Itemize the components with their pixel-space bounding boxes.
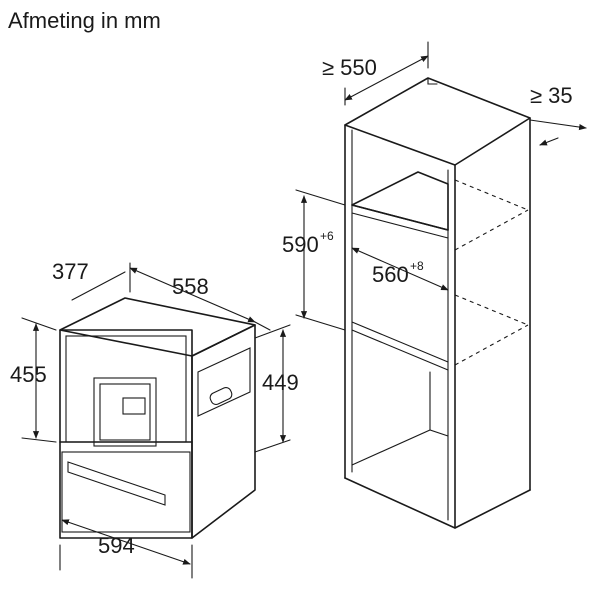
cabinet-depth-label: ≥ 550	[322, 55, 377, 80]
appliance-dimensions	[21, 262, 291, 579]
cabinet-niche-height-tolerance: +6	[320, 229, 334, 243]
cabinet-niche-height-label: 590	[282, 232, 319, 257]
drawing-title: Afmeting in mm	[8, 8, 161, 33]
appliance-width-front-label: 594	[98, 533, 135, 558]
appliance-depth-label: 377	[52, 259, 89, 284]
appliance-height-front-label: 455	[10, 362, 47, 387]
appliance-width-top-label: 558	[172, 274, 209, 299]
cabinet-niche-width-tolerance: +8	[410, 259, 424, 273]
cabinet-dimensions	[295, 41, 587, 331]
cabinet-drawing	[344, 77, 531, 529]
appliance-drawing	[59, 297, 256, 539]
cabinet-niche-width-label: 560	[372, 262, 409, 287]
cabinet-gap-label: ≥ 35	[530, 83, 573, 108]
appliance-height-side-label: 449	[262, 370, 299, 395]
